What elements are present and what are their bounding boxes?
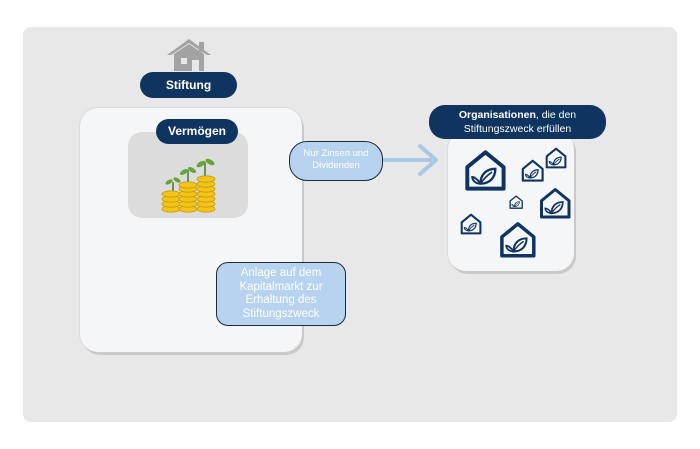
house-leaf-icon <box>540 188 571 219</box>
stiftung-label: Stiftung <box>140 72 237 98</box>
zinsen-text: Nur Zinsen und Dividenden <box>303 148 369 171</box>
anlage-label: Anlage auf dem Kapitalmarkt zur Erhaltun… <box>216 262 346 326</box>
house-leaf-icon <box>521 159 544 182</box>
zinsen-label: Nur Zinsen und Dividenden <box>289 141 383 181</box>
house-icon <box>167 39 211 71</box>
vermoegen-label: Vermögen <box>156 119 238 144</box>
anlage-text: Anlage auf dem Kapitalmarkt zur Erhaltun… <box>239 267 323 320</box>
organisationen-label: Organisationen, die den Stiftungszweck e… <box>429 105 606 139</box>
organisationen-line2: Stiftungszweck erfüllen <box>463 123 572 135</box>
house-leaf-icon <box>500 222 536 258</box>
flow-arrow-head <box>418 144 438 176</box>
house-leaf-icon <box>460 213 482 235</box>
organisationen-rest: , die den <box>535 109 577 121</box>
coins-plants-icon <box>161 158 216 213</box>
organisationen-bold: Organisationen <box>458 109 536 121</box>
house-leaf-icon <box>545 147 567 169</box>
house-leaf-icons <box>460 147 571 258</box>
house-leaf-icon <box>509 195 523 209</box>
house-leaf-icon <box>465 150 506 191</box>
